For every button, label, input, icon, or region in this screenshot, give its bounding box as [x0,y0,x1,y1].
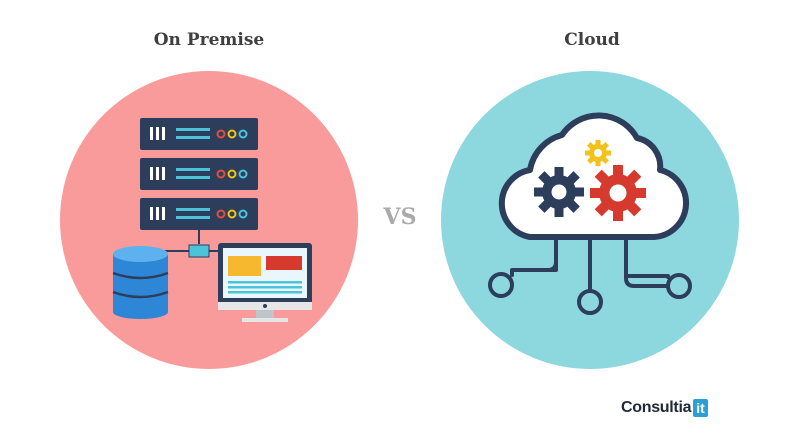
gear-red-icon [590,165,646,221]
brand-name: Consultia [621,399,692,416]
network-connector-icon [165,230,226,258]
cloud-title: Cloud [564,30,620,50]
circuit-nodes-icon [488,272,692,315]
on-premise-title: On Premise [153,30,265,50]
circuit-lines-icon [510,238,670,292]
monitor-icon [218,243,312,322]
brand-badge: it [693,399,708,417]
brand-logo[interactable]: Consultia it [621,397,708,419]
gear-yellow-icon [585,140,611,166]
server-unit-icon [140,198,258,230]
vs-label: VS [383,204,417,230]
database-icon [112,246,169,319]
server-unit-icon [140,158,258,190]
gear-dark-icon [534,167,584,217]
server-rack-icon [140,118,258,230]
server-unit-icon [140,118,258,150]
